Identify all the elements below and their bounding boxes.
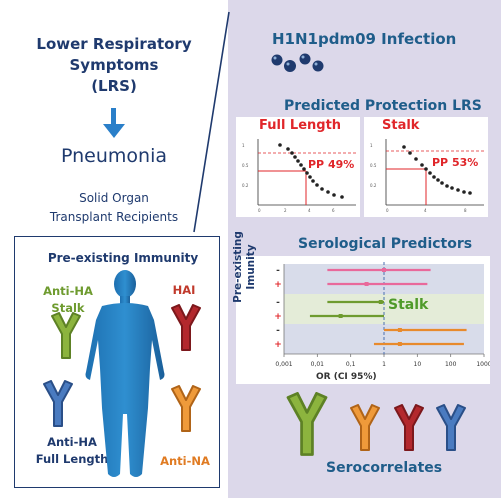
infection-title: H1N1pdm09 Infection: [272, 30, 457, 48]
pp-plot-full-length: [236, 117, 360, 217]
svg-text:0: 0: [258, 208, 261, 213]
forest-row-sign: -: [276, 298, 280, 308]
svg-text:0.2: 0.2: [242, 183, 249, 188]
preexisting-immunity-title: Pre-existing Immunity: [47, 251, 199, 265]
forest-row-sign: +: [274, 340, 282, 350]
svg-text:6: 6: [332, 208, 335, 213]
forest-row-sign: +: [274, 280, 282, 290]
forest-x-tick-label: 0,1: [346, 361, 356, 368]
forest-point: [378, 300, 383, 304]
serocorrelate-orange-antibody-icon: [350, 404, 380, 451]
forest-x-tick-label: 10: [414, 361, 422, 368]
pp-full-length-value: PP 49%: [308, 158, 355, 171]
forest-x-tick-label: 0,001: [275, 361, 292, 368]
anti-ha-full-length-label: Anti-HA Full Length: [35, 435, 109, 466]
serocorrelate-red-antibody-icon: [394, 404, 424, 451]
svg-text:2: 2: [284, 208, 287, 213]
serocorrelate-green-antibody-icon: [286, 392, 328, 456]
population-label: Solid Organ Transplant Recipients: [49, 191, 179, 224]
lrs-title: Lower Respiratory Symptoms (LRS): [36, 35, 192, 95]
serocorrelate-blue-antibody-icon: [436, 404, 466, 451]
forest-x-tick-label: 0,01: [311, 361, 325, 368]
antibody-green-icon: [51, 312, 81, 359]
forest-x-tick-label: 1: [382, 361, 386, 368]
antibody-blue-icon: [43, 380, 73, 427]
forest-row-sign: -: [276, 326, 280, 336]
pp-curves: 1 0.5 0.2 0 2 4 6 1 0.5 0.2 0 4 8: [242, 139, 484, 213]
predicted-protection-title: Predicted Protection LRS: [284, 98, 482, 114]
svg-text:0.2: 0.2: [370, 183, 377, 188]
forest-row-sign: +: [274, 312, 282, 322]
down-arrow-icon: [103, 108, 125, 138]
forest-row-sign: -: [276, 266, 280, 276]
antibody-red-icon: [171, 304, 201, 351]
forest-plot: 0,001 0,01 0,1 1 10 100 1000 - + - + - +: [274, 262, 490, 368]
svg-text:0: 0: [386, 208, 389, 213]
serocorrelates-title: Serocorrelates: [326, 460, 443, 476]
svg-text:8: 8: [464, 208, 467, 213]
pneumonia-label: Pneumonia: [61, 145, 167, 167]
serological-title: Serological Predictors: [298, 236, 473, 252]
svg-text:0.5: 0.5: [242, 163, 249, 168]
virus-particles-icon: [271, 53, 324, 72]
svg-text:4: 4: [424, 208, 427, 213]
antibody-orange-icon: [171, 385, 201, 432]
forest-point: [382, 268, 386, 272]
svg-text:0.5: 0.5: [370, 163, 377, 168]
forest-y-label: Pre-existing Imunity: [232, 231, 257, 303]
forest-point: [397, 342, 402, 346]
anti-na-label: Anti-NA: [160, 454, 210, 468]
forest-point: [364, 282, 369, 286]
forest-stalk-label: Stalk: [388, 297, 429, 313]
full-length-label: Full Length: [259, 118, 342, 133]
forest-x-label: OR (CI 95%): [316, 372, 377, 382]
anti-ha-stalk-label: Anti-HA Stalk: [43, 284, 93, 315]
forest-point: [397, 328, 402, 332]
svg-text:1: 1: [242, 143, 245, 148]
forest-x-tick-label: 1000: [476, 361, 490, 368]
forest-x-tick-label: 100: [445, 361, 457, 368]
forest-point: [338, 314, 343, 318]
svg-text:1: 1: [370, 143, 373, 148]
pp-stalk-value: PP 53%: [432, 156, 479, 169]
hai-label: HAI: [172, 283, 196, 297]
stalk-label: Stalk: [382, 118, 420, 133]
svg-text:4: 4: [308, 208, 311, 213]
human-body-icon: [85, 270, 165, 477]
